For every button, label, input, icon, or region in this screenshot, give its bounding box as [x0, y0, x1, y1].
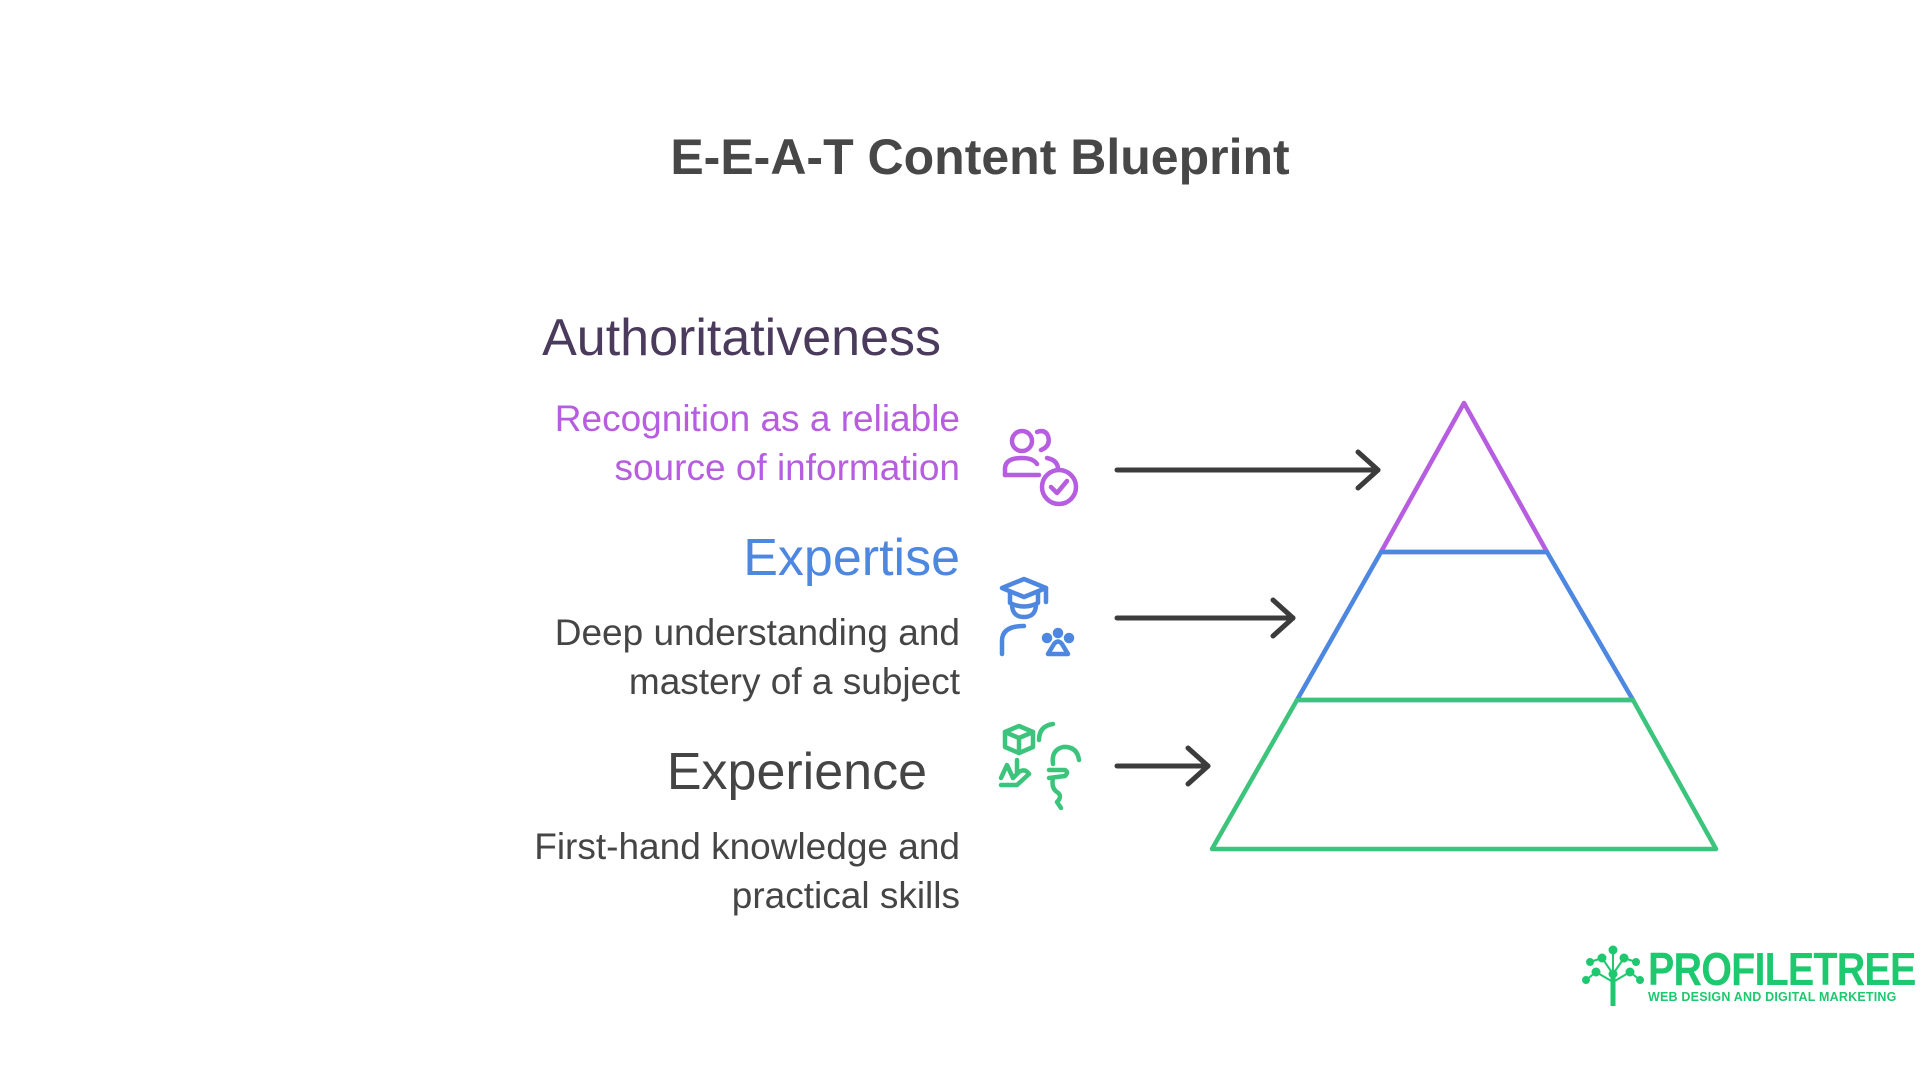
tree-logo-icon: [1582, 945, 1644, 1006]
arrow-authoritativeness: [1114, 449, 1381, 491]
description-line: Deep understanding and: [554, 612, 960, 653]
description-line: practical skills: [731, 875, 960, 916]
pyramid-tier-expertise: [1294, 549, 1636, 703]
level-description-experience: First-hand knowledge and practical skill…: [534, 822, 960, 920]
level-heading-authoritativeness: Authoritativeness: [542, 309, 941, 367]
level-heading-expertise: Expertise: [743, 529, 960, 587]
pyramid-tier-authoritativeness: [1378, 400, 1550, 555]
arrow-experience: [1114, 745, 1211, 787]
description-line: First-hand knowledge and: [534, 826, 960, 867]
level-description-authoritativeness: Recognition as a reliable source of info…: [555, 394, 960, 492]
pyramid-tier-experience: [1209, 697, 1719, 852]
graduate-paw-icon: [999, 576, 1075, 657]
description-line: mastery of a subject: [628, 661, 960, 702]
level-heading-experience: Experience: [666, 743, 927, 801]
logo-tagline: WEB DESIGN AND DIGITAL MARKETING: [1648, 990, 1897, 1004]
description-line: source of information: [614, 447, 960, 488]
description-line: Recognition as a reliable: [554, 398, 960, 439]
hand-cube-idea-icon: [998, 721, 1082, 810]
arrow-expertise: [1114, 597, 1296, 639]
diagram-title: E-E-A-T Content Blueprint: [670, 129, 1290, 185]
logo-wordmark: PROFILETREE: [1648, 943, 1916, 995]
level-description-expertise: Deep understanding and mastery of a subj…: [555, 608, 960, 706]
users-check-icon: [1002, 428, 1079, 507]
profiletree-logo: PROFILETREE WEB DESIGN AND DIGITAL MARKE…: [1582, 943, 1916, 1008]
